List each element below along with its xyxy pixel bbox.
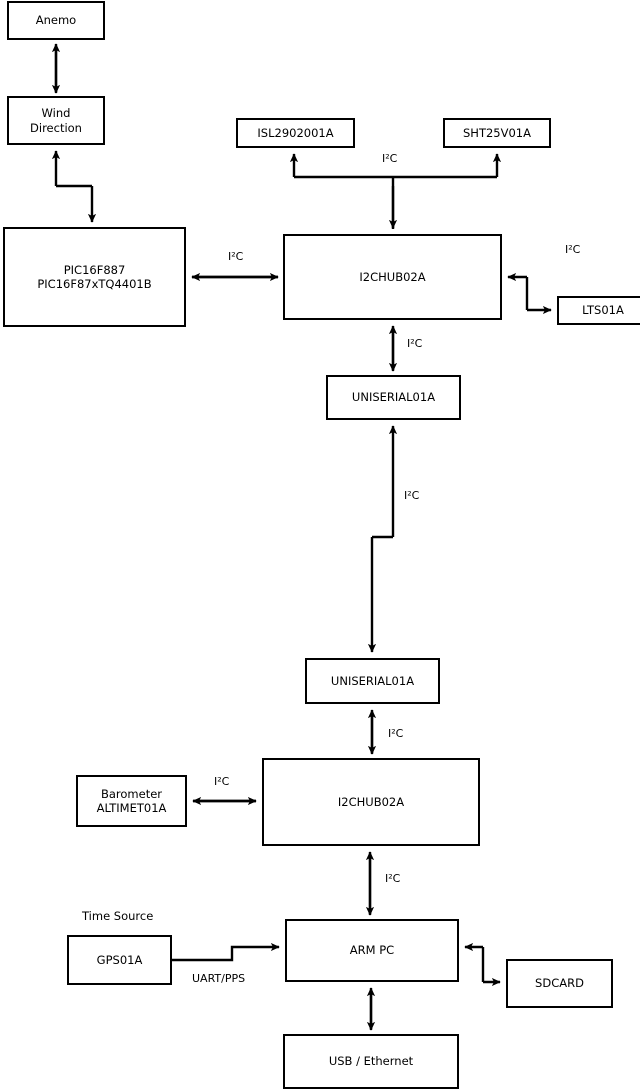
node-wind-direction[interactable]: Wind Direction bbox=[7, 96, 105, 145]
node-i2chub02a-top[interactable]: I2CHUB02A bbox=[283, 234, 502, 320]
node-sdcard[interactable]: SDCARD bbox=[506, 959, 613, 1008]
connector-armpc-sdcard bbox=[464, 942, 501, 987]
edge-label-hub-lts-i2c: I²C bbox=[565, 243, 581, 256]
edge-label-uniserial-hub2-i2c: I²C bbox=[388, 727, 404, 740]
node-uniserial01a-upper[interactable]: UNISERIAL01A bbox=[326, 375, 461, 420]
label-time-source: Time Source bbox=[82, 909, 154, 923]
node-arm-pc[interactable]: ARM PC bbox=[285, 919, 459, 982]
edge-label-hub2-armpc-i2c: I²C bbox=[385, 872, 401, 885]
node-uniserial01a-lower[interactable]: UNISERIAL01A bbox=[305, 658, 440, 704]
edge-label-baro-hub2-i2c: I²C bbox=[214, 775, 230, 788]
node-usb-ethernet[interactable]: USB / Ethernet bbox=[283, 1034, 459, 1089]
node-anemo[interactable]: Anemo bbox=[7, 1, 105, 40]
edge-label-pic-hub-i2c: I²C bbox=[228, 250, 244, 263]
connector-wind-pic bbox=[51, 150, 97, 223]
node-barometer-altimet01a[interactable]: Barometer ALTIMET01A bbox=[76, 775, 187, 827]
node-isl2902001a[interactable]: ISL2902001A bbox=[236, 118, 355, 148]
edge-label-hub-uniserial-i2c: I²C bbox=[407, 337, 423, 350]
edge-label-gps-armpc-uartpps: UART/PPS bbox=[192, 972, 246, 985]
node-lts01a[interactable]: LTS01A bbox=[557, 296, 640, 325]
edge-label-uniserial-link-i2c: I²C bbox=[404, 489, 420, 502]
node-i2chub02a-bottom[interactable]: I2CHUB02A bbox=[262, 758, 480, 846]
connector-uniserial-link bbox=[367, 425, 398, 653]
edge-label-sensor-bus-i2c: I²C bbox=[382, 152, 398, 165]
connector-gps-armpc bbox=[172, 942, 280, 962]
node-pic-microcontroller[interactable]: PIC16F887 PIC16F87xTQ4401B bbox=[3, 227, 186, 327]
node-gps01a[interactable]: GPS01A bbox=[67, 935, 172, 985]
node-sht25v01a[interactable]: SHT25V01A bbox=[443, 118, 551, 148]
connector-hub-lts bbox=[507, 272, 552, 315]
connector-hub-sensor-bus bbox=[289, 153, 502, 229]
